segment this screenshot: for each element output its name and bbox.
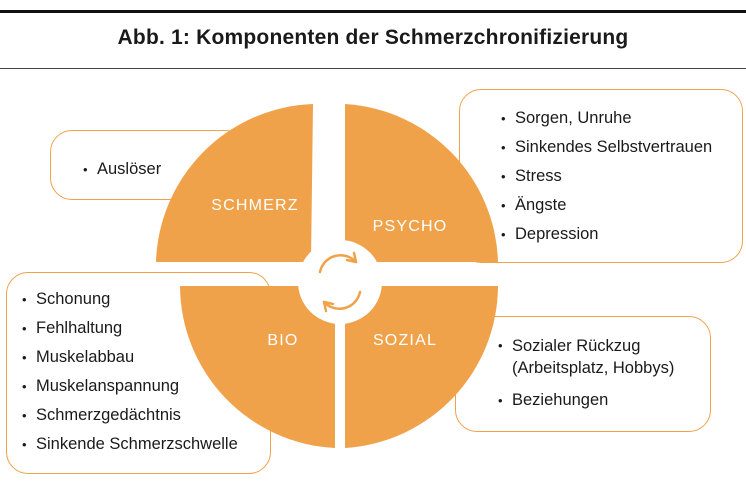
psycho-item: Depression: [501, 220, 712, 249]
bio-item: Muskelanspannung: [22, 372, 238, 401]
psycho-box: Sorgen, Unruhe Sinkendes Selbstvertrauen…: [459, 89, 743, 263]
bio-item: Fehlhaltung: [22, 314, 238, 343]
quadrant-sozial: [345, 286, 498, 448]
top-rule: [0, 10, 746, 13]
quadrant-psycho: [345, 104, 498, 262]
sozial-item: Beziehungen: [498, 386, 703, 415]
label-sozial: SOZIAL: [373, 332, 437, 349]
label-bio: BIO: [267, 332, 298, 349]
bio-item: Muskelabbau: [22, 343, 238, 372]
psycho-item: Ängste: [501, 191, 712, 220]
center-hub: [298, 240, 382, 324]
bio-item: Sinkende Schmerzschwelle: [22, 430, 238, 459]
title-rule: [0, 68, 746, 69]
label-schmerz: SCHMERZ: [211, 197, 299, 214]
schmerz-item: Auslöser: [83, 155, 161, 184]
label-psycho: PSYCHO: [373, 218, 448, 235]
psycho-item: Sorgen, Unruhe: [501, 104, 712, 133]
bio-item: Schmerzgedächtnis: [22, 401, 238, 430]
quadrant-bio: [180, 286, 335, 448]
cycle-arrows-icon: [318, 251, 362, 313]
psycho-item: Sinkendes Selbstvertrauen: [501, 133, 712, 162]
quadrant-schmerz: [156, 104, 313, 262]
psycho-item: Stress: [501, 162, 712, 191]
figure-title: Abb. 1: Komponenten der Schmerzchronifiz…: [117, 26, 629, 49]
bio-item: Schonung: [22, 285, 238, 314]
sozial-item: Sozialer Rückzug (Arbeitsplatz, Hobbys): [498, 335, 703, 379]
sozial-box: Sozialer Rückzug (Arbeitsplatz, Hobbys) …: [455, 316, 711, 432]
